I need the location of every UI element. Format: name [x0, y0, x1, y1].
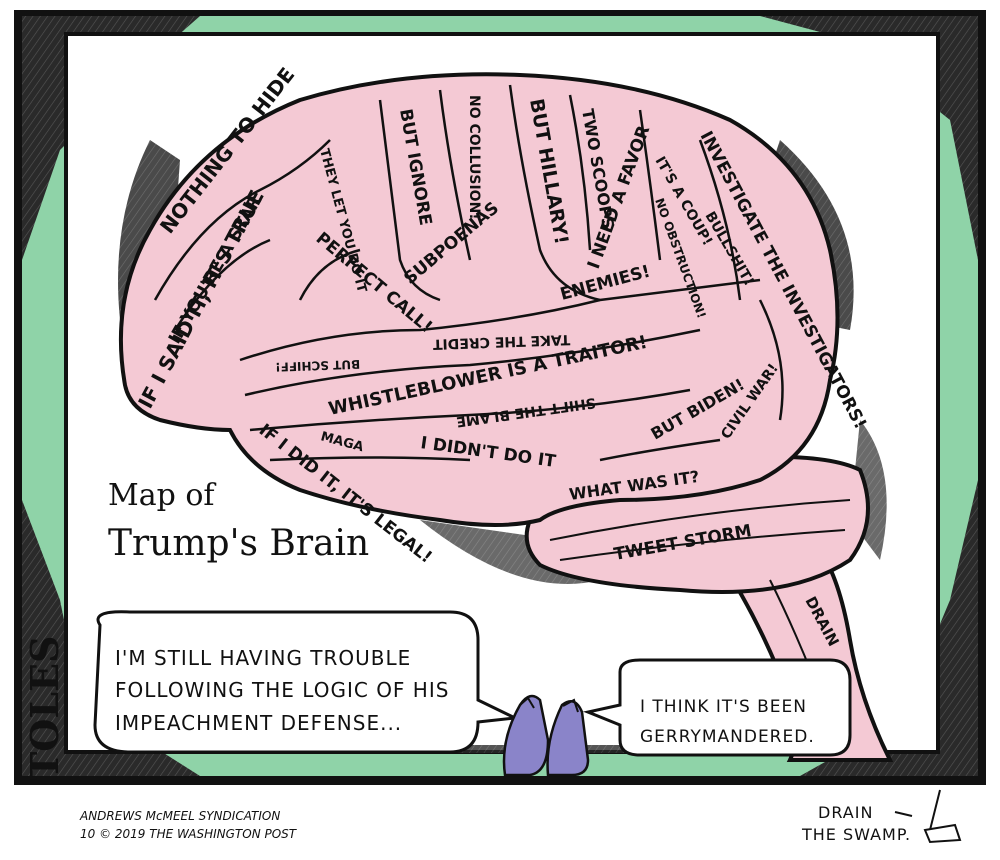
cerebellum-fold-2 — [559, 529, 846, 561]
bubble-right-line-1: I THINK IT'S BEEN — [640, 697, 807, 717]
bubble-left-line-1: I'M STILL HAVING TROUBLE — [115, 646, 411, 670]
footer-note-line-2: THE SWAMP. — [801, 825, 911, 844]
ground-shadow — [120, 745, 840, 753]
credits-line-2: 10 © 2019 THE WASHINGTON POST — [80, 827, 298, 841]
footer-note-line-1: DRAIN — [818, 803, 873, 822]
cerebellum-fold-1 — [549, 499, 851, 541]
bubble-left-line-3: IMPEACHMENT DEFENSE... — [115, 711, 402, 735]
bubble-left-line-2: FOLLOWING THE LOGIC OF HIS — [115, 678, 449, 702]
title-line-1: Map of — [108, 478, 216, 513]
cerebrum — [118, 72, 840, 527]
bottom-strip — [14, 785, 986, 855]
bubble-right-line-2: GERRYMANDERED. — [640, 727, 815, 747]
credits-line-1: ANDREWS McMEEL SYNDICATION — [79, 809, 280, 823]
brain-folds — [153, 84, 784, 462]
label-no-collusion: NO COLLUSION! — [466, 95, 482, 220]
title-line-2: Trump's Brain — [108, 523, 369, 564]
signature-toles: TOLES — [22, 635, 67, 780]
figure-left — [502, 694, 550, 777]
drain-figure-icon — [894, 789, 962, 844]
label-take-the-credit: TAKE THE CREDIT — [432, 331, 570, 352]
figures — [502, 694, 590, 777]
label-but-schiff: BUT SCHIFF! — [275, 357, 361, 374]
speech-bubble-right — [582, 658, 852, 757]
